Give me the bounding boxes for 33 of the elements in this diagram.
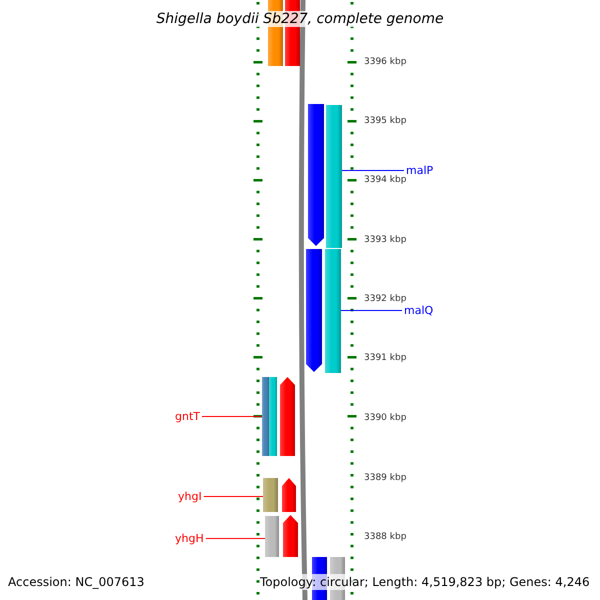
tick-label: 3396 kbp [364,56,406,69]
gene-label: gntT [175,410,200,423]
footer-text: Accession: NC_007613 [8,574,144,590]
gene-block [269,377,277,456]
gene-block [282,478,296,512]
leader-line [203,496,264,497]
gene-label: malP [406,164,434,177]
gene-block [280,377,295,456]
gene-block [306,249,322,372]
gene-label: malQ [404,304,434,317]
gene-label: yhgI [178,490,202,503]
footer-text: Topology: circular; Length: 4,519,823 bp; Genes: 4,246 [260,574,590,590]
map-title: Shigella boydii Sb227, complete genome [156,11,444,27]
tick-label: 3391 kbp [364,352,406,365]
gene-block [308,104,324,246]
tick-label: 3394 kbp [364,174,406,187]
tick-label: 3389 kbp [364,472,406,485]
gene-block [326,105,342,248]
leader-line [205,538,266,539]
tick-label: 3393 kbp [364,234,406,247]
gene-block [263,478,278,512]
leader-line [342,170,404,171]
gene-block [283,515,298,557]
gene-block [265,516,279,557]
tick-label: 3392 kbp [364,293,406,306]
leader-line [340,310,402,311]
gene-block [262,377,269,456]
gene-label: yhgH [175,532,204,545]
gene-block [325,249,341,373]
leader-line [202,416,262,417]
tick-label: 3395 kbp [364,115,406,128]
tick-label: 3390 kbp [364,412,406,425]
tick-label: 3388 kbp [364,531,406,544]
